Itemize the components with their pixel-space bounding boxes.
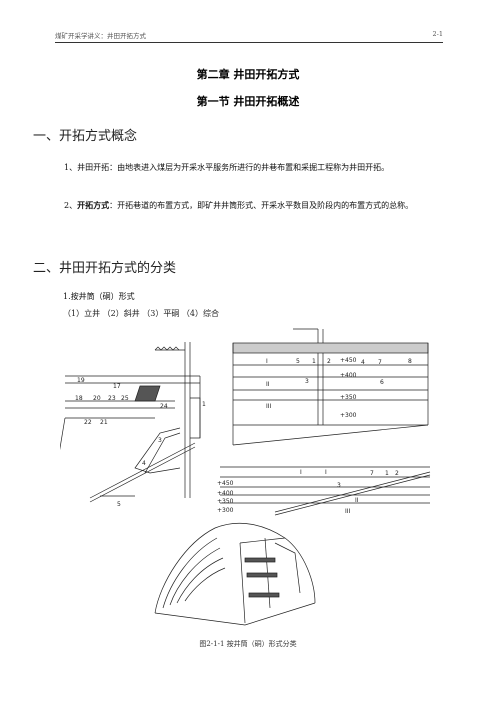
figure-adit-diagram — [154, 522, 316, 626]
left-label-5: 25 — [121, 395, 129, 402]
left-label-10: 4 — [142, 460, 146, 467]
rt-label-10: +400 — [340, 372, 357, 379]
rt-label-9: 3 — [305, 378, 309, 385]
rb-label-4: 2 — [395, 470, 399, 477]
figure-vertical-shaft-diagram — [60, 342, 201, 503]
rt-label-7: 8 — [408, 358, 412, 365]
rb-label-3: 1 — [385, 470, 389, 477]
paragraph-1-text: 1、井田开拓：由地表进入煤层为开采水平服务所进行的井巷布置和采掘工程称为井田开拓… — [64, 163, 390, 172]
rt-label-5: 4 — [361, 359, 365, 366]
rb-label-5: +450 — [217, 480, 234, 487]
rt-label-6: 7 — [378, 359, 382, 366]
rb-label-1: I — [325, 469, 327, 476]
rb-label-10: III — [345, 508, 351, 515]
list-item-shaft-form: 1.按井筒（硐）形式 — [63, 292, 135, 301]
rt-label-1: 5 — [296, 358, 300, 365]
rb-label-11: +300 — [217, 507, 234, 514]
rb-label-7: +400 — [217, 490, 234, 497]
rb-label-0: I — [300, 469, 302, 476]
left-label-11: 5 — [117, 501, 121, 508]
section-title: 第一节 井田开拓概述 — [196, 95, 300, 108]
rb-label-6: 3 — [337, 482, 341, 489]
rb-label-2: 7 — [370, 470, 374, 477]
paragraph-development-method: 2、开拓方式：开拓巷道的布置方式，即矿井井筒形式、开采水平数目及阶段内的布置方式… — [48, 197, 448, 214]
left-label-12: 1 — [202, 401, 206, 408]
header-page-number: 2-1 — [432, 30, 443, 38]
paragraph-2-text: ：开拓巷道的布置方式，即矿井井筒形式、开采水平数目及阶段内的布置方式的总称。 — [109, 201, 414, 210]
rt-label-11: 6 — [380, 379, 384, 386]
rt-label-12: III — [266, 403, 272, 410]
rb-label-8: II — [355, 497, 359, 504]
figure-caption: 图2-1-1 按井筒（硐）形式分类 — [199, 640, 297, 648]
left-label-4: 23 — [108, 395, 116, 402]
left-label-8: 24 — [160, 403, 168, 410]
rt-label-14: +300 — [340, 412, 357, 419]
rt-label-2: 1 — [312, 358, 316, 365]
rt-label-13: +350 — [340, 394, 357, 401]
paragraph-2-prefix: 2、 — [64, 201, 78, 210]
page-header: 煤矿开采学讲义：井田开拓方式 2-1 — [55, 30, 443, 43]
left-label-9: 3 — [158, 437, 162, 444]
left-label-2: 18 — [75, 395, 83, 402]
left-label-1: 17 — [113, 383, 121, 390]
heading-classification: 二、井田开拓方式的分类 — [33, 261, 177, 276]
rt-label-8: II — [266, 381, 270, 388]
left-label-7: 21 — [100, 419, 108, 426]
rt-label-3: 2 — [327, 358, 331, 365]
paragraph-field-development: 1、井田开拓：由地表进入煤层为开采水平服务所进行的井巷布置和采掘工程称为井田开拓… — [48, 159, 448, 176]
rt-label-0: I — [266, 358, 268, 365]
left-label-0: 19 — [77, 377, 85, 384]
paragraph-2-bold: 开拓方式 — [77, 200, 110, 210]
heading-concept: 一、开拓方式概念 — [33, 129, 138, 144]
figure-inclined-shaft-diagram: I I 7 1 2 +450 3 +400 II +350 III +300 — [217, 466, 431, 516]
figure-left-labels: 19 17 18 20 23 25 22 21 24 3 4 5 1 — [75, 377, 206, 508]
left-label-6: 22 — [84, 419, 92, 426]
list-item-shaft-types: （1）立井 （2）斜井 （3）平硐 （4）综合 — [63, 309, 219, 318]
left-label-3: 20 — [93, 395, 101, 402]
rb-label-9: +350 — [217, 498, 234, 505]
figure-vertical-section-diagram: I 5 1 2 +450 4 7 8 II 3 +400 6 III +350 … — [232, 328, 429, 446]
header-left: 煤矿开采学讲义：井田开拓方式 — [55, 32, 146, 40]
chapter-title: 第二章 井田开拓方式 — [196, 68, 300, 81]
rt-label-4: +450 — [340, 357, 357, 364]
